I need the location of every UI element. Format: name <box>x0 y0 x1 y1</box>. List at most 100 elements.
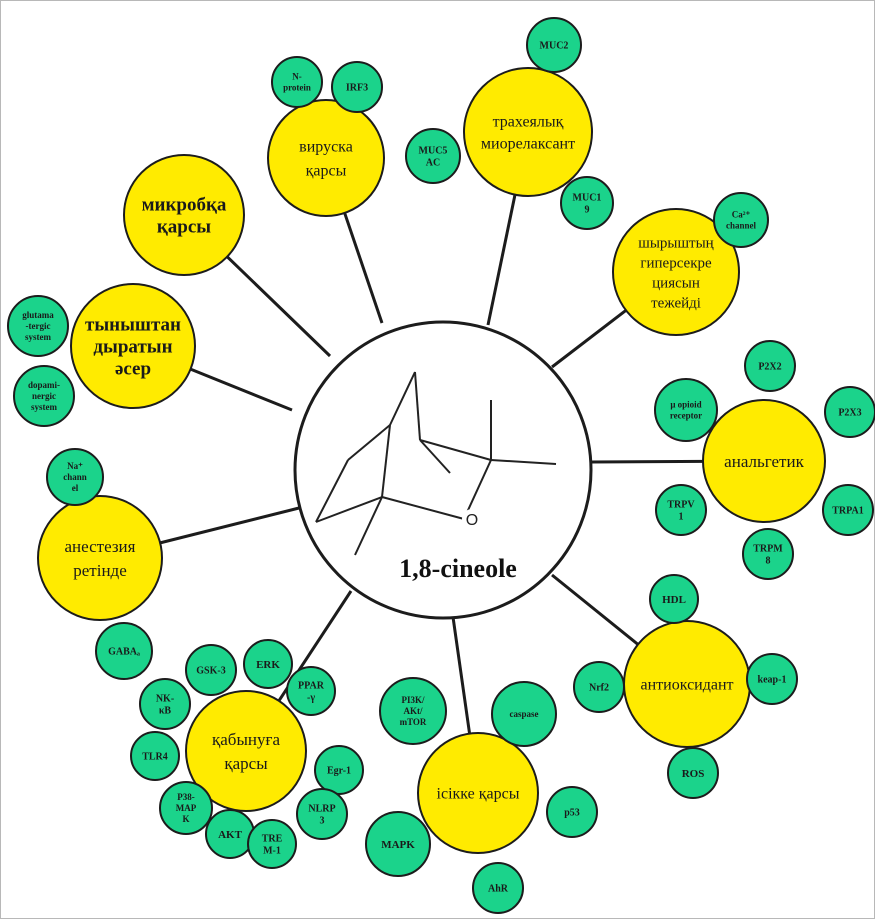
target-label-line: TLR4 <box>142 752 168 763</box>
effect-node-anti-inflammatory: қабынуға қарсы <box>185 690 307 812</box>
bond-line <box>419 439 492 461</box>
target-label-line: κB <box>159 706 172 717</box>
effect-label-line: трахеялық <box>493 114 564 131</box>
target-node: PI3K/AKt/mTOR <box>379 677 447 745</box>
target-circle <box>824 386 875 438</box>
target-circle <box>139 678 191 730</box>
target-label-line: NLRP <box>308 804 335 815</box>
target-label-line: NK- <box>156 694 174 705</box>
effect-label-line: ретінде <box>73 561 127 580</box>
connector-antitumor <box>451 616 472 734</box>
target-node: ERK <box>243 639 293 689</box>
effect-label-line: циясын <box>652 275 700 291</box>
connector-analgesic <box>590 459 704 464</box>
center-circle <box>293 320 593 620</box>
target-circle <box>286 666 336 716</box>
effect-label-line: тыныштан <box>85 315 181 336</box>
target-label-line: μ opioid <box>670 400 701 410</box>
effect-label-line: анестезия <box>65 537 136 556</box>
target-label-line: ROS <box>682 768 705 780</box>
target-circle <box>573 661 625 713</box>
oxygen-gap <box>462 509 482 529</box>
connector-antimicrobial <box>226 255 332 358</box>
target-label-line: Na⁺ <box>67 461 83 471</box>
effect-label-line: гиперсекре <box>640 255 712 271</box>
effect-circle <box>702 399 826 523</box>
target-label-line: HDL <box>662 594 686 606</box>
effect-label-line: қарсы <box>306 163 347 180</box>
effect-label-line: ісікке қарсы <box>437 786 520 803</box>
bond-line <box>389 371 416 426</box>
target-label-line: ERK <box>256 659 280 671</box>
target-circle <box>649 574 699 624</box>
target-node: ROS <box>667 747 719 799</box>
bond-line <box>315 496 383 523</box>
effect-label-line: қарсы <box>224 754 268 773</box>
bond-line <box>315 459 349 523</box>
target-circle <box>742 528 794 580</box>
target-circle <box>654 378 718 442</box>
target-label-line: dopami- <box>28 380 60 390</box>
effect-circle <box>463 67 593 197</box>
target-label-line: AKT <box>218 829 243 841</box>
target-node: P38-MAPK <box>159 781 213 835</box>
effect-circle <box>37 495 163 621</box>
target-label-line: GSK-3 <box>196 666 225 677</box>
target-label-line: channel <box>726 221 757 231</box>
connector-sedative <box>189 367 293 412</box>
target-label-line: MUC2 <box>540 41 569 52</box>
target-label-line: MUC5 <box>419 146 448 157</box>
target-circle <box>243 639 293 689</box>
target-node: GABAₐ <box>95 622 153 680</box>
target-circle <box>271 56 323 108</box>
effect-node-antiviral: вируска қарсы <box>267 99 385 217</box>
target-label-line: -γ <box>307 693 315 704</box>
target-label-line: glutama <box>22 310 54 320</box>
target-node: NK-κB <box>139 678 191 730</box>
effect-label-line: қабынуға <box>212 730 280 749</box>
effect-label-line: әсер <box>115 359 151 380</box>
target-node: IRF3 <box>331 61 383 113</box>
target-label-line: TRE <box>262 834 283 845</box>
target-label-line: PPAR <box>298 681 325 692</box>
effect-label-line: шырыштың <box>638 235 713 251</box>
target-node: keap-1 <box>746 653 798 705</box>
target-label-line: MAPK <box>381 839 415 851</box>
effect-circle <box>417 732 539 854</box>
target-node: P2X2 <box>744 340 796 392</box>
effect-circle <box>612 208 740 336</box>
connector-antiviral <box>343 212 384 324</box>
target-node: Na⁺channel <box>46 448 104 506</box>
effect-node-antioxidant: антиоксидант <box>623 620 751 748</box>
target-circle <box>130 731 180 781</box>
target-label-line: protein <box>283 83 311 93</box>
effect-label-line: вируска <box>299 139 353 156</box>
target-label-line: Nrf2 <box>589 683 609 694</box>
effect-label-line: анальгетик <box>724 452 804 471</box>
target-label-line: nergic <box>32 391 56 401</box>
target-node: TLR4 <box>130 731 180 781</box>
target-circle <box>655 484 707 536</box>
target-circle <box>365 811 431 877</box>
bond-line <box>419 439 451 474</box>
connector-antioxidant <box>551 573 639 646</box>
target-label-line: -tergic <box>26 321 51 331</box>
effect-circle <box>70 283 196 409</box>
target-node: Ca²⁺channel <box>713 192 769 248</box>
target-label-line: Egr-1 <box>327 766 351 777</box>
target-label-line: P38- <box>177 792 195 802</box>
target-label-line: GABAₐ <box>108 647 140 658</box>
target-label-line: el <box>72 483 79 493</box>
connector-lines <box>159 194 704 734</box>
